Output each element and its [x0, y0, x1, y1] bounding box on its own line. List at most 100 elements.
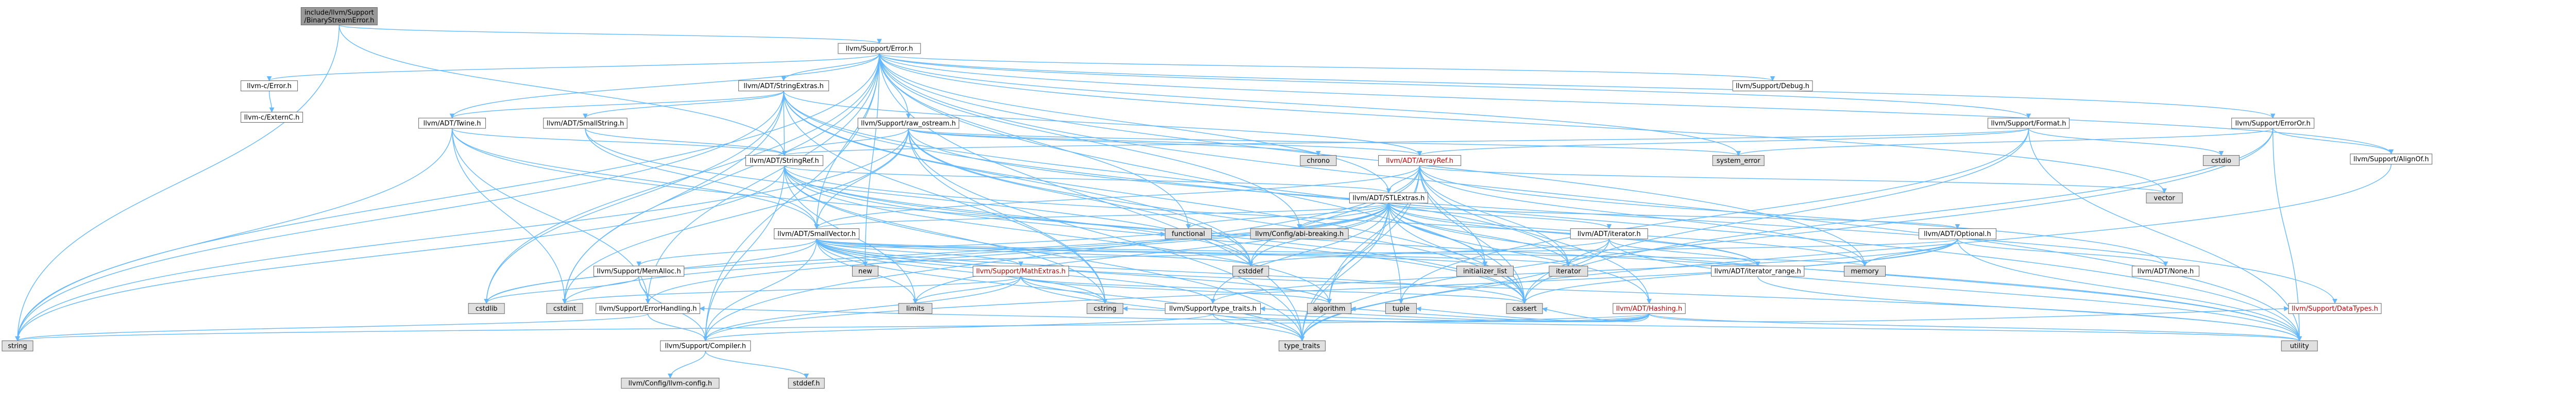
node-box — [2131, 265, 2199, 277]
edge-stlextras-cassert — [1388, 203, 1527, 304]
node-box — [593, 265, 685, 277]
node-root[interactable]: include/llvm/Support/BinaryStreamError.h — [300, 7, 378, 25]
node-box — [1349, 192, 1428, 204]
node-cstdint: cstdint — [546, 303, 583, 314]
node-label: llvm/ADT/StringRef.h — [750, 157, 819, 165]
edge-erroror-utility — [2272, 128, 2302, 342]
node-label: algorithm — [1313, 305, 1346, 313]
edge-format-arrayref — [1417, 128, 2029, 156]
node-label: functional — [1172, 230, 1205, 238]
edge-stlextras-smallvector — [814, 203, 1389, 229]
edge-arrayref-algorithm — [1327, 165, 1420, 304]
node-twine[interactable]: llvm/ADT/Twine.h — [418, 117, 486, 129]
edge-format-tuple — [1398, 128, 2029, 304]
edge-stringref-stlextras — [784, 165, 1391, 194]
node-label: llvm-c/Error.h — [247, 82, 292, 90]
node-box — [2281, 340, 2318, 351]
node-label: string — [8, 343, 27, 350]
node-label: llvm/Support/Compiler.h — [665, 343, 746, 350]
edge-hashing-typetraits — [1260, 306, 1650, 322]
node-stringextras[interactable]: llvm/ADT/StringExtras.h — [738, 80, 829, 92]
node-box — [1987, 117, 2070, 129]
edge-arrayref-smallvector — [814, 165, 1420, 229]
node-label: stddef.h — [793, 380, 820, 388]
edge-stringref-itrange — [784, 165, 1760, 267]
edge-error-compiler — [703, 54, 880, 342]
node-cerror[interactable]: llvm-c/Error.h — [241, 80, 298, 92]
node-debug[interactable]: llvm/Support/Debug.h — [1732, 80, 1813, 92]
edge-rawostream-chrono — [908, 128, 1321, 156]
edge-arrayref-iterator — [1419, 165, 1571, 267]
edge-hashing-algorithm — [1350, 306, 1650, 322]
edge-smallvector-typetraitsstd — [816, 239, 1305, 342]
edge-hashing-tuple — [1416, 306, 1650, 322]
node-errorhandling[interactable]: llvm/Support/ErrorHandling.h — [596, 303, 700, 314]
edge-root-string — [15, 25, 340, 342]
node-smallstring[interactable]: llvm/ADT/SmallString.h — [543, 117, 628, 129]
node-box — [621, 378, 720, 389]
node-typetraits[interactable]: llvm/Support/type_traits.h — [1165, 303, 1261, 314]
node-cstddef: cstddef — [1232, 265, 1269, 277]
node-arrayref[interactable]: llvm/ADT/ArrayRef.h — [1378, 155, 1462, 166]
edge-stlextras-optional — [1388, 203, 1960, 229]
node-format[interactable]: llvm/Support/Format.h — [1987, 117, 2070, 129]
edge-error-alignof — [879, 54, 2394, 155]
node-compiler[interactable]: llvm/Support/Compiler.h — [660, 340, 751, 351]
node-label: type_traits — [1284, 343, 1320, 350]
edge-cerror-cexternc — [268, 91, 275, 113]
edge-memalloc-cstdlib — [484, 276, 639, 304]
edge-arrayref-initlist — [1419, 165, 1488, 267]
edge-smallvector-iterator — [816, 239, 1571, 267]
node-alignof[interactable]: llvm/Support/AlignOf.h — [2350, 154, 2432, 165]
node-vector: vector — [2146, 192, 2183, 204]
node-label: llvm/ADT/StringExtras.h — [743, 82, 823, 90]
edge-stringref-typetraitsstd — [784, 165, 1305, 342]
edge-stlextras-functional — [1185, 203, 1389, 229]
node-hashing[interactable]: llvm/ADT/Hashing.h — [1613, 303, 1686, 314]
edge-format-cstdio — [2028, 128, 2224, 156]
edge-smallvector-cstddef — [816, 239, 1253, 267]
node-box — [898, 303, 933, 314]
edge-smallvector-mathextras — [816, 239, 1024, 267]
node-rawostream[interactable]: llvm/Support/raw_ostream.h — [857, 117, 959, 129]
edge-rawostream-typetraitsstd — [908, 128, 1305, 342]
edge-mathextras-typetraitsstd — [1020, 276, 1305, 342]
node-label: llvm/ADT/iterator.h — [1578, 230, 1641, 238]
node-label: llvm/ADT/Twine.h — [423, 120, 481, 128]
node-memalloc[interactable]: llvm/Support/MemAlloc.h — [593, 265, 685, 277]
node-datatypes[interactable]: llvm/Support/DataTypes.h — [2288, 303, 2382, 314]
node-box — [1300, 155, 1337, 166]
node-box — [1278, 340, 1326, 351]
node-adtiterator[interactable]: llvm/ADT/iterator.h — [1570, 228, 1648, 240]
node-itrange[interactable]: llvm/ADT/iterator_range.h — [1711, 265, 1805, 277]
node-erroror[interactable]: llvm/Support/ErrorOr.h — [2231, 117, 2315, 129]
node-cstring: cstring — [1087, 303, 1124, 314]
edge-stlextras-abibreaking — [1297, 203, 1389, 229]
node-cassert: cassert — [1506, 303, 1543, 314]
node-label: llvm/ADT/Hashing.h — [1616, 305, 1682, 313]
node-mathextras[interactable]: llvm/Support/MathExtras.h — [973, 265, 1069, 277]
node-box — [838, 43, 921, 54]
edge-twine-stringref — [451, 128, 787, 156]
node-label: llvm/ADT/Optional.h — [1924, 230, 1991, 238]
node-adtnone[interactable]: llvm/ADT/None.h — [2131, 265, 2199, 277]
edge-erroror-systemerror — [1736, 128, 2274, 156]
edge-stringextras-utility — [783, 91, 2302, 342]
node-stringref[interactable]: llvm/ADT/StringRef.h — [745, 155, 823, 166]
node-box — [738, 80, 829, 92]
node-box — [2288, 303, 2382, 314]
node-iterator: iterator — [1549, 265, 1588, 277]
node-box — [1613, 303, 1686, 314]
node-box — [2202, 155, 2240, 166]
node-label: llvm/Support/MathExtras.h — [976, 268, 1066, 276]
node-error[interactable]: llvm/Support/Error.h — [838, 43, 921, 54]
node-box — [973, 265, 1069, 277]
node-box — [241, 112, 303, 123]
edge-stringref-compiler — [703, 165, 785, 342]
edge-stringref-string — [15, 165, 785, 342]
node-cexternc[interactable]: llvm-c/ExternC.h — [241, 112, 303, 123]
node-label: llvm/Support/type_traits.h — [1169, 305, 1257, 313]
node-optional[interactable]: llvm/ADT/Optional.h — [1918, 228, 1996, 240]
node-smallvector[interactable]: llvm/ADT/SmallVector.h — [774, 228, 860, 240]
node-stlextras[interactable]: llvm/ADT/STLExtras.h — [1349, 192, 1428, 204]
